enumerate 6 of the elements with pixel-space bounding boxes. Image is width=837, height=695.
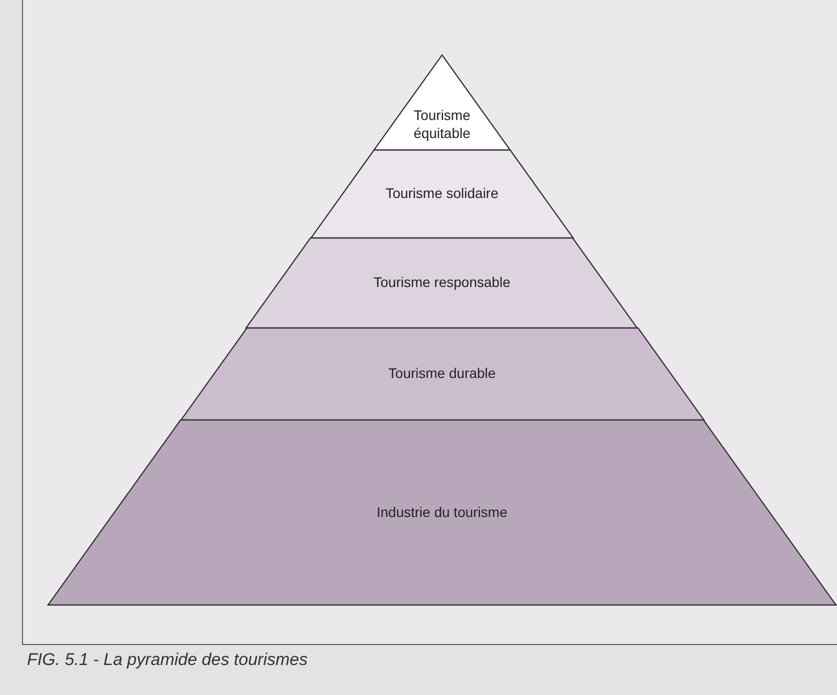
band-label: Industrie du tourisme	[376, 504, 508, 522]
band-label: Tourisme solidaire	[384, 185, 500, 203]
band-label: Tourisme responsable	[372, 274, 512, 292]
band-label: Tourisme équitable	[412, 107, 472, 142]
figure-caption: FIG. 5.1 - La pyramide des tourismes	[27, 650, 308, 670]
band-label: Tourisme durable	[387, 365, 497, 383]
